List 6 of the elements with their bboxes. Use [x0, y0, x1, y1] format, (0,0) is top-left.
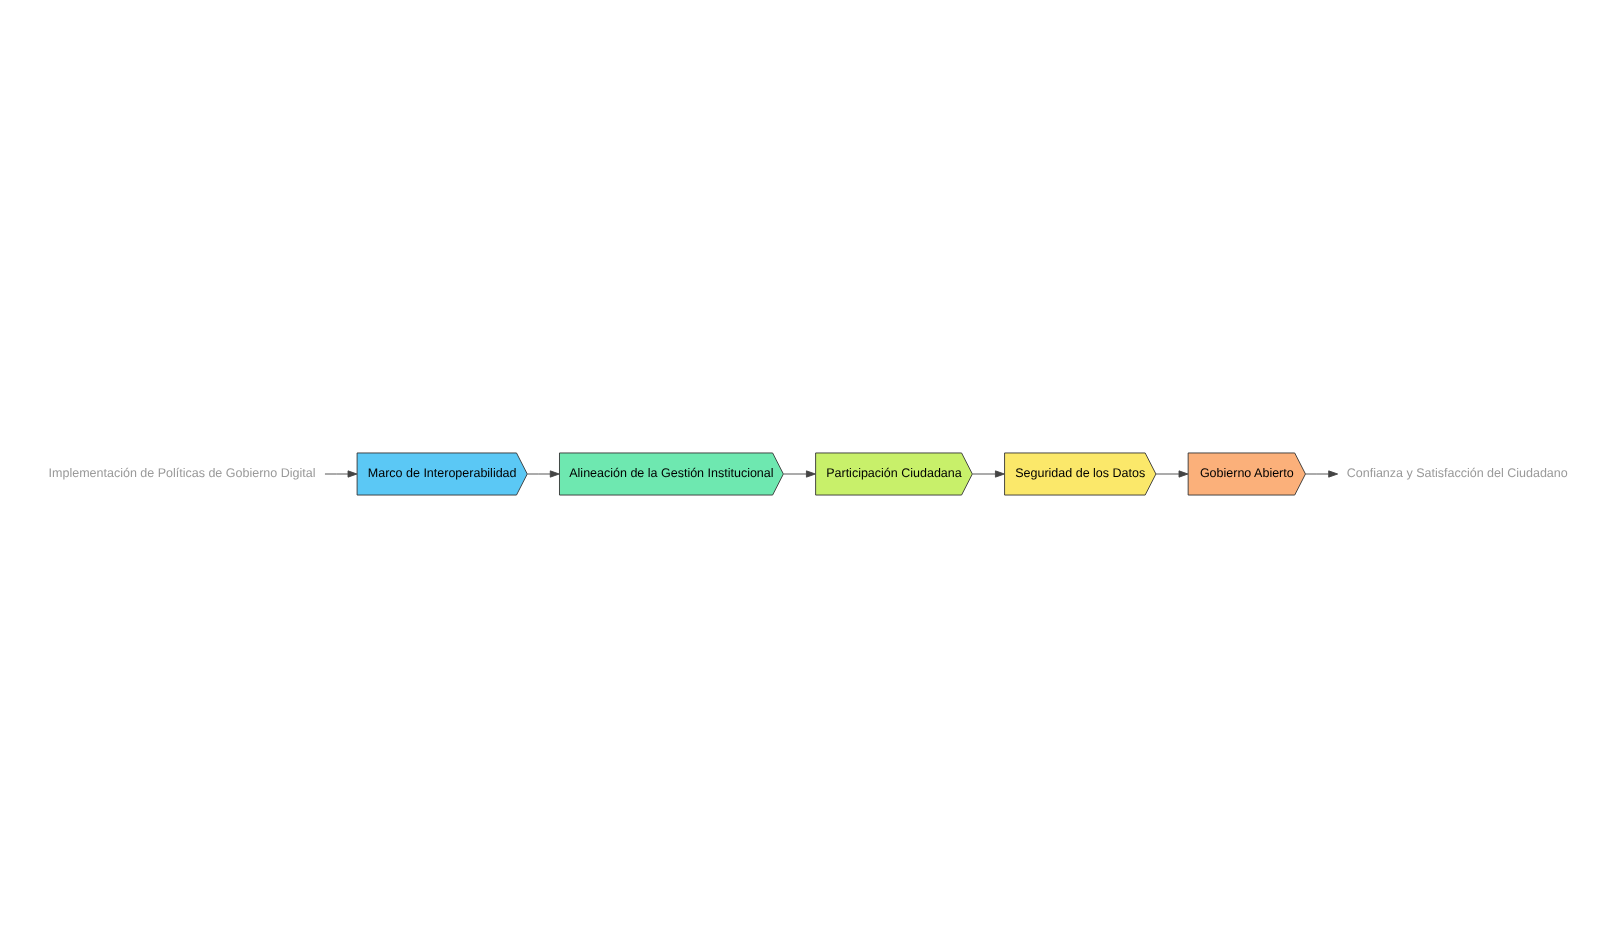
arrow: [1305, 470, 1339, 478]
arrow: [972, 470, 1005, 478]
arrow: [783, 470, 816, 478]
arrow: [324, 470, 358, 478]
arrow: [1155, 470, 1189, 478]
arrow: [527, 470, 560, 478]
